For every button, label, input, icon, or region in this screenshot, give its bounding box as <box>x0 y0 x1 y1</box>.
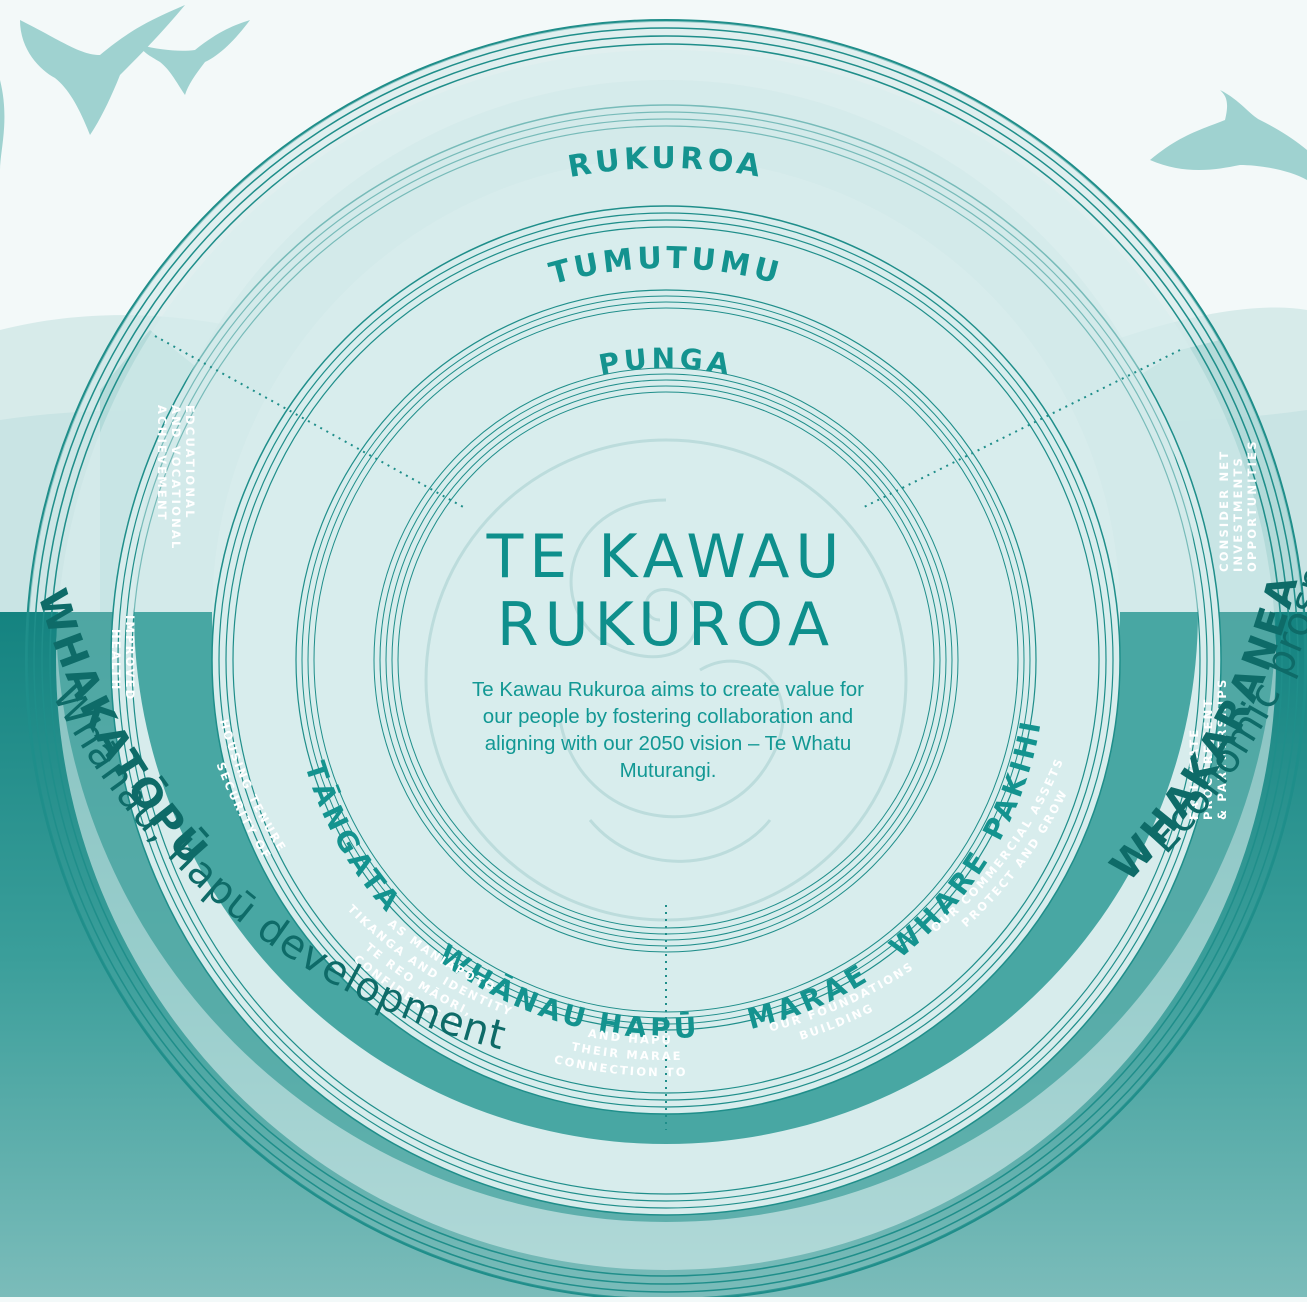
bird-icons <box>0 5 1307 180</box>
svg-text:PROCUREMENT: PROCUREMENT <box>1201 697 1215 820</box>
svg-text:ACHIEVEMENT: ACHIEVEMENT <box>155 405 169 522</box>
svg-text:AND VOCATIONAL: AND VOCATIONAL <box>169 405 183 551</box>
center-description: Te Kawau Rukuroa aims to create value fo… <box>472 678 864 782</box>
svg-text:OPPORTUNITIES: OPPORTUNITIES <box>1245 439 1259 572</box>
center-title-line2: RUKUROA <box>497 590 835 660</box>
segment-dividers <box>154 335 1181 1130</box>
svg-text:INVESTMENTS: INVESTMENTS <box>1231 456 1245 572</box>
bird-icon <box>1150 90 1307 180</box>
outcome-education: EDCUATIONAL AND VOCATIONAL ACHIEVEMENT <box>155 405 197 551</box>
bird-icon <box>20 5 185 135</box>
svg-text:EDCUATIONAL: EDCUATIONAL <box>183 405 197 520</box>
bird-icon <box>0 80 5 170</box>
outcome-investment: CONSIDER NET INVESTMENTS OPPORTUNITIES <box>1217 439 1259 572</box>
svg-text:CONSIDER NET: CONSIDER NET <box>1217 450 1231 572</box>
bird-icon <box>140 20 250 95</box>
svg-text:FACILITATE: FACILITATE <box>1187 728 1201 820</box>
svg-text:IMPROVED: IMPROVED <box>123 615 137 701</box>
label-hapu: HAPŪ <box>596 1006 701 1045</box>
svg-text:& PARTNERSHIPS: & PARTNERSHIPS <box>1215 677 1229 820</box>
outcome-health: IMPROVED HEALTH <box>109 615 137 701</box>
center-title-line1: TE KAWAU <box>486 522 846 592</box>
svg-text:HEALTH: HEALTH <box>109 629 123 691</box>
outcome-procurement: FACILITATE PROCUREMENT & PARTNERSHIPS <box>1187 677 1229 820</box>
